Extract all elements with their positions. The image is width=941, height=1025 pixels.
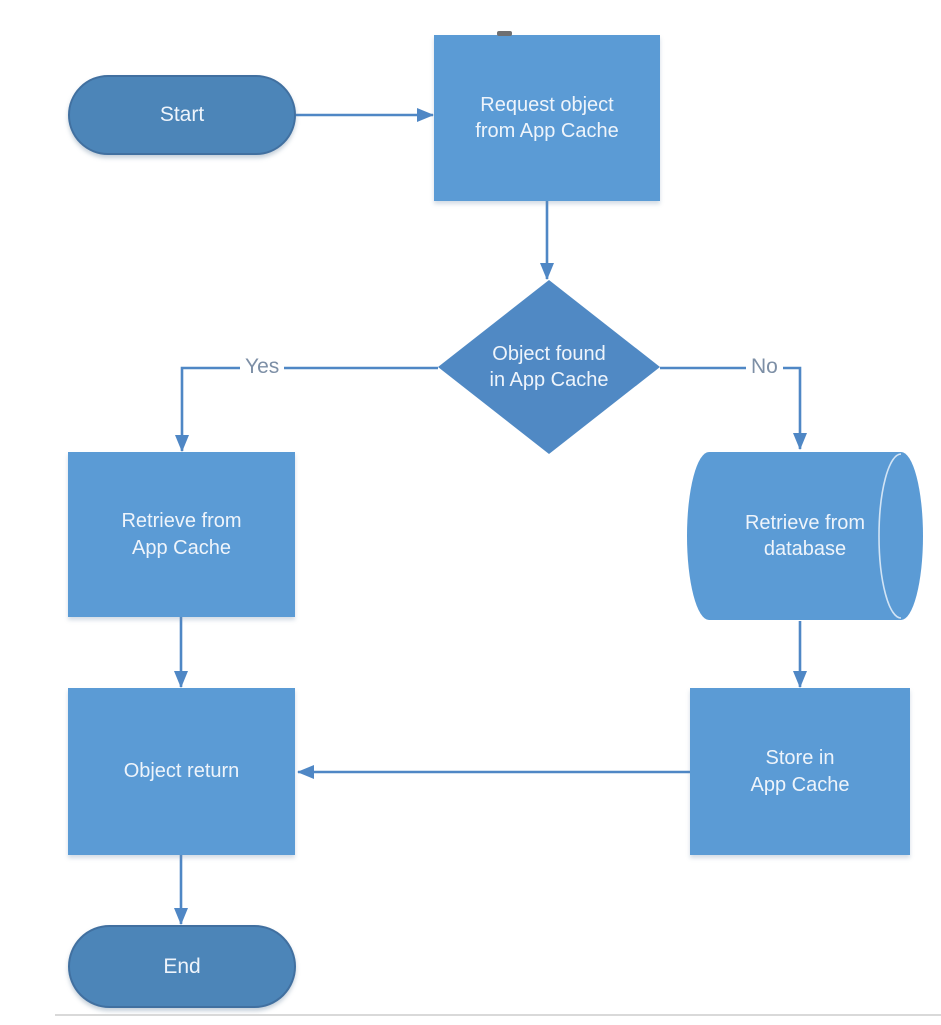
node-decision-label: Object found in App Cache <box>490 341 609 394</box>
node-retrieve-cache-line2: App Cache <box>132 536 231 559</box>
node-database-line2: database <box>763 538 847 560</box>
node-request-object: Request object from App Cache <box>434 35 660 201</box>
connector-decision-no <box>660 366 807 450</box>
node-decision-object-found: Object found in App Cache <box>438 280 660 454</box>
page-bottom-border <box>55 1014 941 1016</box>
node-database-label: Retrieve from database <box>745 510 865 563</box>
node-store-line1: Store in <box>765 747 835 770</box>
node-request-line1: Request object <box>480 93 614 116</box>
node-decision-line2: in App Cache <box>489 369 609 391</box>
node-store-in-cache: Store in App Cache <box>690 688 910 855</box>
node-retrieve-from-database: Retrieve from database <box>687 452 923 620</box>
node-start: Start <box>68 75 296 155</box>
database-cylinder-shape <box>687 452 923 620</box>
diamond-shape <box>438 280 660 454</box>
node-decision-line1: Object found <box>492 342 606 365</box>
node-database-line1: Retrieve from <box>744 511 866 534</box>
node-end: End <box>68 925 296 1008</box>
node-end-label: End <box>163 954 201 978</box>
node-retrieve-from-cache: Retrieve from App Cache <box>68 452 295 617</box>
node-retrieve-cache-line1: Retrieve from <box>121 510 242 533</box>
connector-decision-yes <box>175 366 438 452</box>
node-start-label: Start <box>159 103 205 127</box>
node-object-return: Object return <box>68 688 295 855</box>
artifact-smudge <box>497 31 512 36</box>
node-object-return-label: Object return <box>123 760 240 783</box>
edge-label-yes: Yes <box>240 355 285 379</box>
node-store-line2: App Cache <box>750 773 850 796</box>
edge-label-no: No <box>746 355 783 379</box>
node-request-line2: from App Cache <box>475 120 619 142</box>
